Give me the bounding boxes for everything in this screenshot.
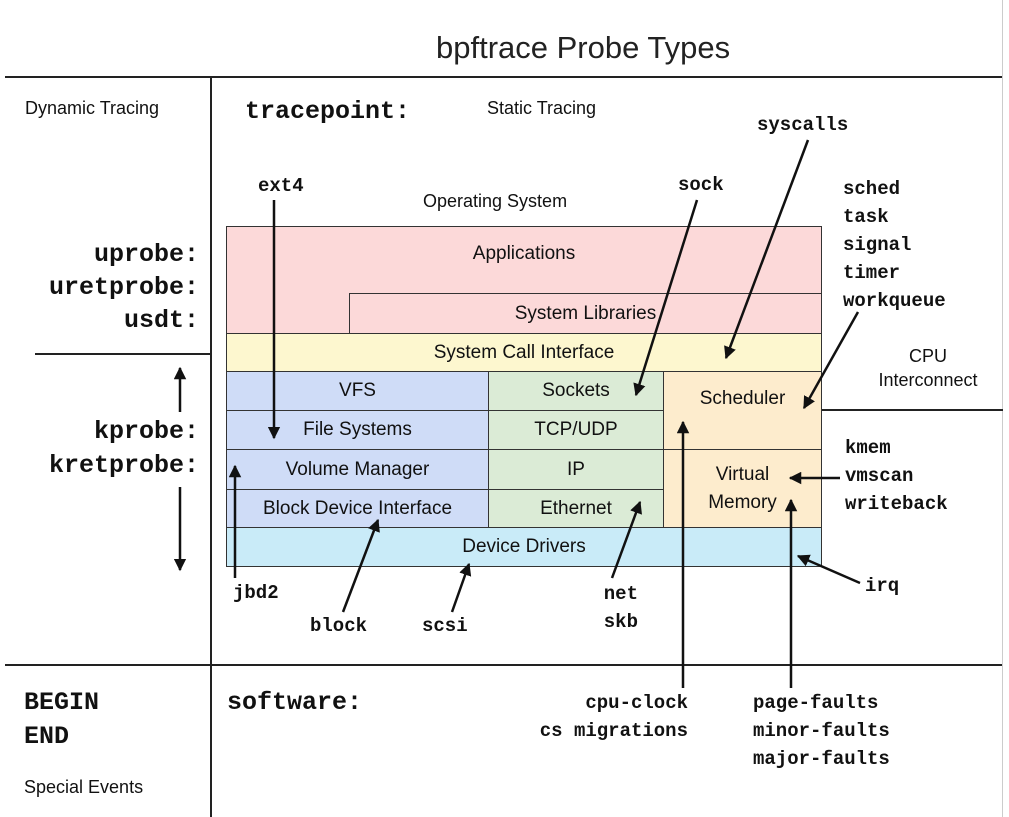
- major-faults-event: major-faults: [753, 748, 890, 770]
- tcp-udp-label: TCP/UDP: [534, 419, 618, 440]
- memory-label: Memory: [708, 491, 777, 513]
- virtual-label: Virtual: [715, 463, 770, 485]
- system-call-interface-box: System Call Interface: [226, 333, 822, 372]
- system-libraries-box: System Libraries: [349, 293, 822, 334]
- uretprobe-label: uretprobe:: [48, 273, 199, 302]
- vfs-label: VFS: [339, 380, 376, 401]
- sock-arrow: [633, 199, 699, 397]
- ethernet-label: Ethernet: [540, 497, 612, 519]
- irq-arrow: [796, 554, 861, 585]
- vmscan-probe: vmscan: [845, 465, 914, 487]
- volume-manager-label: Volume Manager: [285, 458, 430, 480]
- irq-probe: irq: [865, 575, 900, 597]
- kmem-probe: kmem: [845, 437, 891, 459]
- file-systems-label: File Systems: [303, 419, 412, 440]
- ip-label: IP: [567, 458, 585, 480]
- end-label: END: [24, 722, 70, 751]
- net-arrow: [610, 500, 642, 579]
- uprobe-label: uprobe:: [93, 240, 199, 269]
- scheduler-label: Scheduler: [699, 388, 786, 409]
- block-device-interface-box: Block Device Interface: [226, 489, 489, 528]
- scheduler-box: Scheduler: [663, 371, 822, 450]
- task-probe: task: [843, 206, 889, 228]
- virtual-memory-box: Virtual Memory: [663, 449, 822, 528]
- kprobe-label: kprobe:: [93, 417, 199, 446]
- user-kernel-divider: [35, 353, 210, 355]
- special-events-label: Special Events: [24, 777, 144, 797]
- fault-event-list: page-faults minor-faults major-faults: [753, 689, 890, 773]
- workqueue-arrow: [802, 311, 860, 410]
- block-device-interface-label: Block Device Interface: [262, 497, 453, 519]
- cpu-clock-event: cpu-clock: [585, 692, 688, 714]
- device-drivers-label: Device Drivers: [462, 536, 586, 557]
- sched-probe: sched: [843, 178, 901, 200]
- minor-faults-event: minor-faults: [753, 720, 890, 742]
- top-divider: [5, 76, 1003, 78]
- volume-manager-box: Volume Manager: [226, 449, 489, 490]
- dynamic-tracing-label: Dynamic Tracing: [25, 98, 160, 118]
- device-drivers-box: Device Drivers: [226, 527, 822, 567]
- bottom-divider: [5, 664, 1003, 666]
- software-label: software:: [227, 688, 363, 717]
- begin-label: BEGIN: [24, 688, 100, 717]
- system-call-interface-label: System Call Interface: [433, 341, 615, 363]
- cpu-label: CPU: [908, 346, 947, 366]
- cs-migrations-event: cs migrations: [539, 720, 688, 742]
- cpu-event-list: cpu-clock cs migrations: [492, 689, 688, 745]
- column-divider: [210, 76, 212, 817]
- sockets-label: Sockets: [542, 380, 610, 401]
- static-tracing-label: Static Tracing: [487, 98, 597, 118]
- block-probe: block: [310, 615, 368, 637]
- cpu-interconnect-label: CPU Interconnect: [858, 344, 998, 392]
- signal-probe: signal: [843, 234, 912, 256]
- page-faults-event: page-faults: [753, 692, 879, 714]
- kretprobe-label: kretprobe:: [48, 451, 199, 480]
- syscalls-arrow: [724, 139, 810, 360]
- cpu-interconnect-line: [822, 409, 1003, 411]
- block-arrow: [341, 518, 380, 613]
- right-edge: [1002, 0, 1003, 817]
- ext4-probe: ext4: [258, 175, 304, 197]
- writeback-probe: writeback: [845, 493, 948, 515]
- user-probe-list: uprobe: uretprobe: usdt:: [14, 238, 199, 337]
- sockets-box: Sockets: [488, 371, 664, 411]
- operating-system-label: Operating System: [423, 191, 568, 211]
- kernel-probe-list: kprobe: kretprobe:: [14, 415, 199, 483]
- skb-probe: skb: [603, 611, 638, 633]
- special-probe-list: BEGIN END: [24, 686, 99, 754]
- net-probe: net: [603, 583, 638, 605]
- workqueue-probe: workqueue: [843, 290, 946, 312]
- sock-probe: sock: [678, 174, 724, 196]
- diagram-title: bpftrace Probe Types: [436, 30, 731, 65]
- scsi-arrow: [450, 562, 472, 613]
- tracepoint-label: tracepoint:: [245, 97, 411, 126]
- timer-probe: timer: [843, 262, 901, 284]
- kmem-probe-list: kmem vmscan writeback: [845, 434, 948, 518]
- scsi-probe: scsi: [422, 615, 468, 637]
- interconnect-label: Interconnect: [878, 370, 978, 390]
- system-libraries-label: System Libraries: [514, 302, 657, 324]
- jbd2-probe: jbd2: [233, 582, 279, 604]
- usdt-label: usdt:: [123, 306, 199, 335]
- applications-label: Applications: [472, 243, 576, 264]
- net-probe-list: net skb: [592, 580, 638, 636]
- sched-probe-list: sched task signal timer workqueue: [843, 175, 946, 315]
- syscalls-probe: syscalls: [757, 114, 849, 136]
